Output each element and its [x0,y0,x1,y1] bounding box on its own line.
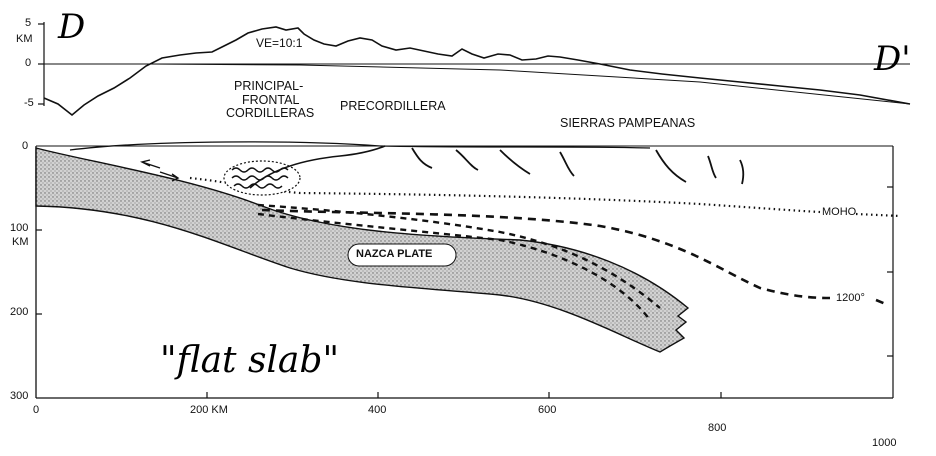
thrust-arrow-upper [142,160,160,168]
distance-tick-label-1000: 1000 [872,437,896,449]
topography-tick-label-0: 0 [25,57,31,69]
region-sierras-pampeanas: SIERRAS PAMPEANAS [560,117,695,130]
depth-tick-label-200: 200 [10,306,28,318]
depth-tick-label-0: 0 [22,140,28,152]
region-precordillera: PRECORDILLERA [340,100,446,113]
region-principal-frontal-line3: CORDILLERAS [226,107,314,120]
depth-unit-label: KM [12,236,29,248]
region-principal-frontal-line1: PRINCIPAL- [234,80,303,93]
flat-slab-caption: "flat slab" [160,340,339,381]
depth-tick-label-100: 100 [10,222,28,234]
distance-tick-label-0: 0 [33,404,39,416]
distance-tick-label-600: 600 [538,404,556,416]
basement-fault-marks [412,148,743,184]
start-label-d: D [57,7,85,47]
depth-tick-label-300: 300 [10,390,28,402]
isotherm-tail [876,300,888,305]
end-label-d-prime: D' [873,39,911,79]
distance-tick-label-200: 200 KM [190,404,228,416]
topography-profile [44,27,910,115]
topography-tick-label-5: 5 [25,17,31,29]
nazca-plate-label: NAZCA PLATE [356,248,432,260]
topography-tick-label-neg5: -5 [24,97,34,109]
isotherm-1200-label: 1200° [836,292,865,304]
moho-label: MOHO [822,206,856,218]
topography-panel [38,22,910,115]
vertical-exaggeration-label: VE=10:1 [256,36,302,50]
topography-unit-label: KM [16,33,33,45]
distance-tick-label-800: 800 [708,422,726,434]
distance-tick-label-400: 400 [368,404,386,416]
